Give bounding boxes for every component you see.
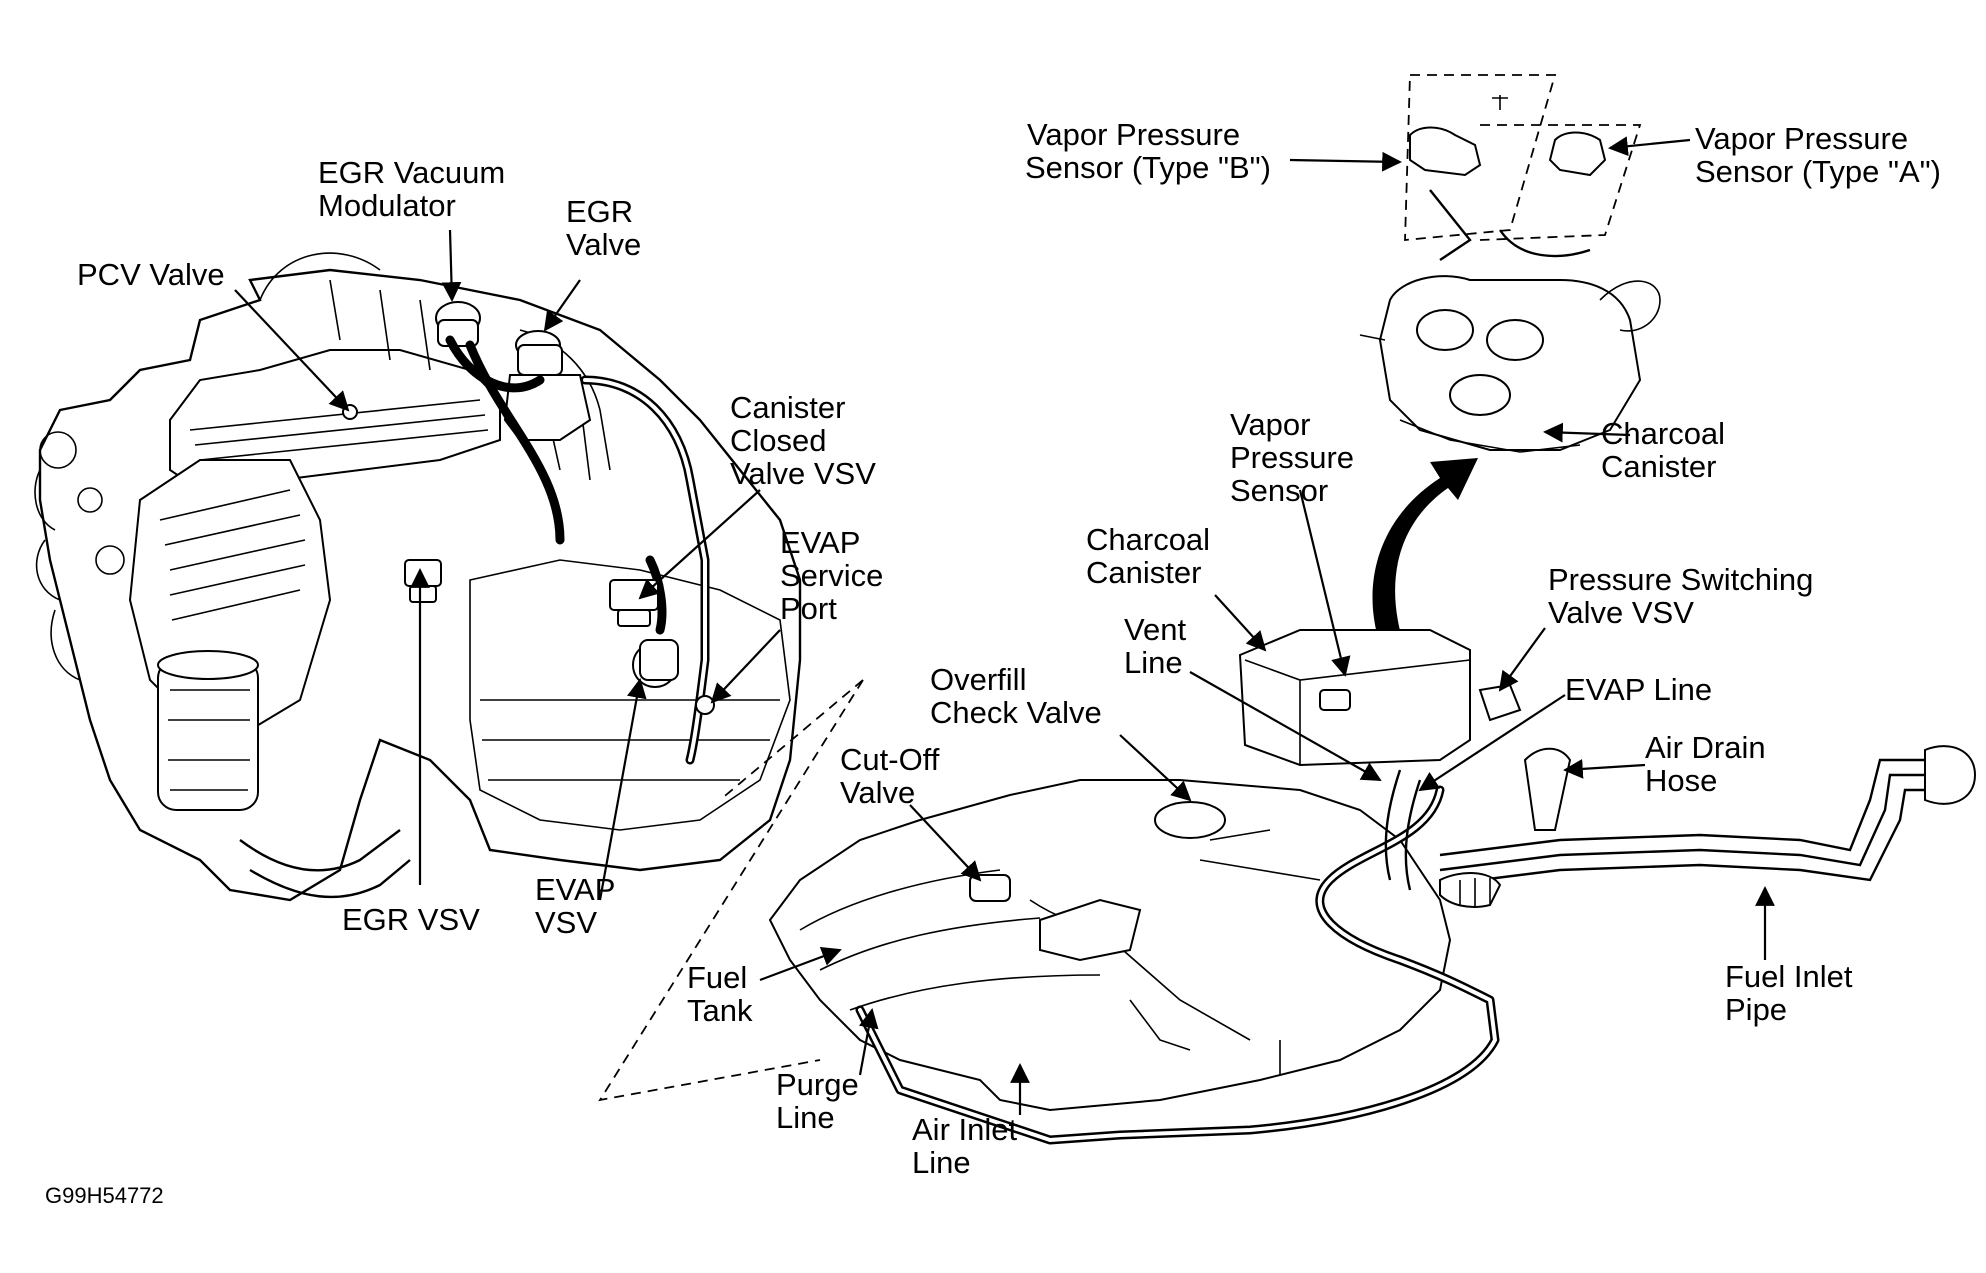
label-evap-service-port: EVAP Service Port [780,525,892,626]
label-egr-vacuum-modulator: EGR Vacuum Modulator [318,155,514,223]
label-vapor-pressure-sensor: Vapor Pressure Sensor [1230,407,1363,508]
label-egr-valve: EGR Valve [566,194,642,262]
figure-code: G99H54772 [45,1183,164,1208]
label-charcoal-canister-detail: Charcoal Canister [1601,416,1734,484]
engine-illustration [34,252,802,902]
engine-hoses [445,335,710,765]
text-labels: EGR Vacuum Modulator EGR Valve PCV Valve… [45,117,1941,1208]
label-vent-line: Vent Line [1124,612,1195,680]
label-vapor-pressure-sensor-type-a: Vapor Pressure Sensor (Type "A") [1695,121,1941,189]
tank-lines [855,745,1977,1145]
detail-arrow [1372,458,1478,650]
label-overfill-check-valve: Overfill Check Valve [930,662,1102,730]
label-air-drain-hose: Air Drain Hose [1645,730,1774,798]
fuel-tank-illustration [768,779,1452,1112]
dashed-boundary [598,679,864,1102]
label-vapor-pressure-sensor-type-b: Vapor Pressure Sensor (Type "B") [1025,117,1271,185]
label-cut-off-valve: Cut-Off Valve [840,742,948,810]
label-air-inlet-line: Air Inlet Line [912,1112,1026,1180]
label-pcv-valve: PCV Valve [77,257,225,292]
label-fuel-tank: Fuel Tank [687,960,756,1028]
label-egr-vsv: EGR VSV [342,902,480,937]
label-pressure-switching-valve-vsv: Pressure Switching Valve VSV [1548,562,1822,630]
label-charcoal-canister: Charcoal Canister [1086,522,1219,590]
canister-detail [1359,74,1661,453]
leader-lines [234,136,1775,1115]
label-canister-closed-valve-vsv: Canister Closed Valve VSV [730,390,876,491]
label-evap-vsv: EVAP VSV [535,872,623,940]
egr-components [435,301,592,441]
label-evap-line: EVAP Line [1565,672,1712,707]
label-purge-line: Purge Line [776,1067,867,1135]
label-fuel-inlet-pipe: Fuel Inlet Pipe [1725,959,1861,1027]
charcoal-canister-illustration [1238,629,1522,767]
